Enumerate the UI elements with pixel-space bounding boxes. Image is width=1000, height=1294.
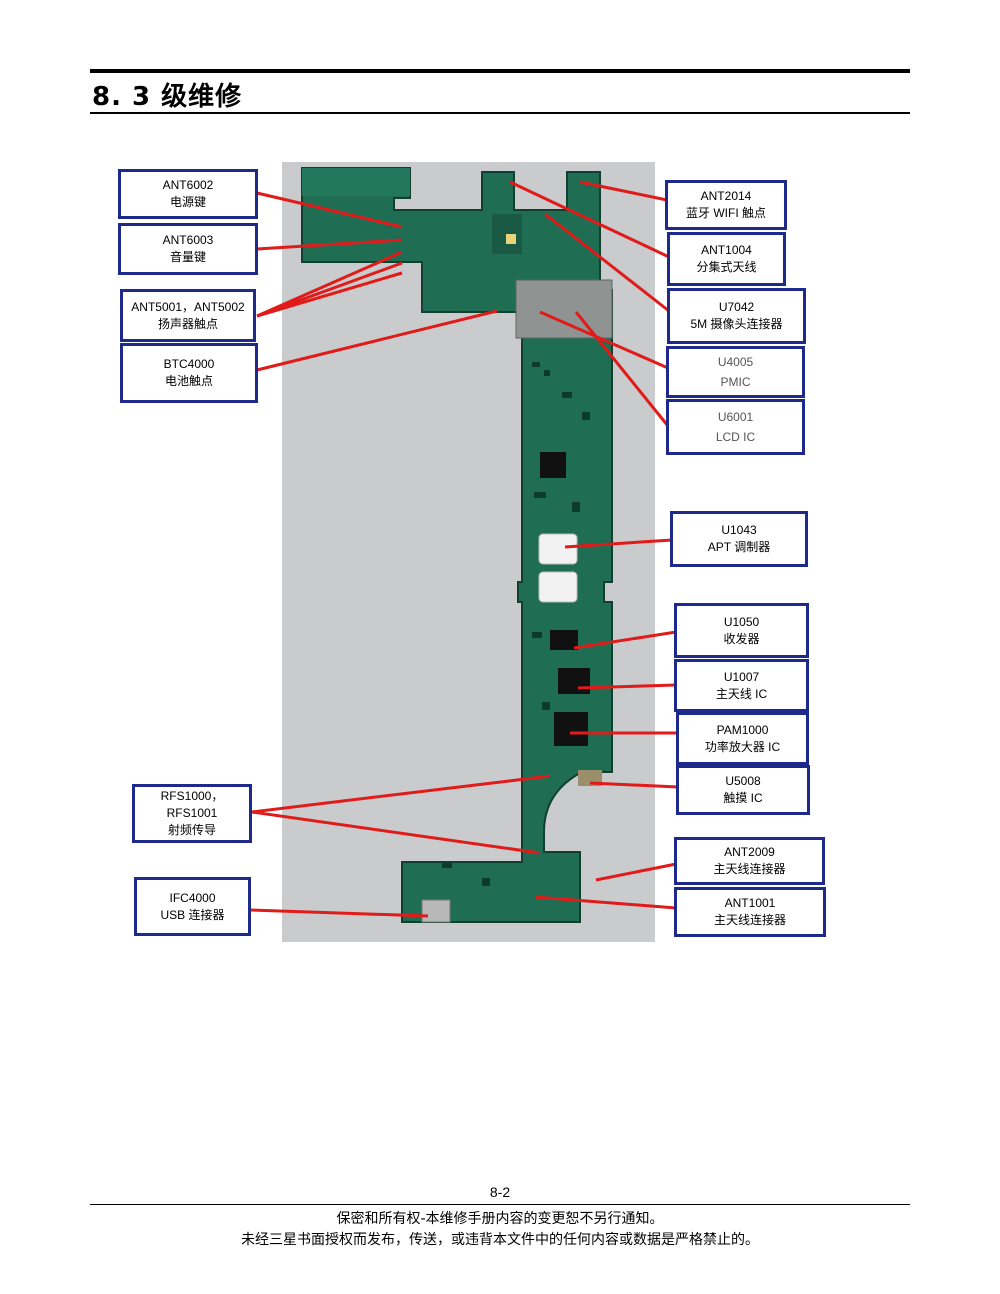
label-pam1000-desc: 功率放大器 IC	[704, 739, 781, 754]
label-ant1004: ANT1004 分集式天线	[667, 232, 786, 286]
label-ant1001-code: ANT1001	[724, 896, 776, 910]
page-number: 8-2	[489, 1184, 511, 1200]
label-rfs1000: RFS1000， RFS1001 射频传导	[132, 784, 252, 843]
label-btc4000-code: BTC4000	[163, 357, 215, 371]
label-u4005-desc: PMIC	[720, 375, 751, 389]
label-btc4000: BTC4000 电池触点	[120, 343, 258, 403]
label-ant2009: ANT2009 主天线连接器	[674, 837, 825, 885]
label-ant1001: ANT1001 主天线连接器	[674, 887, 826, 937]
label-rfs1001-code: RFS1001	[166, 806, 218, 820]
label-u1007: U1007 主天线 IC	[674, 659, 809, 712]
label-u7042: U7042 5M 摄像头连接器	[667, 288, 806, 344]
label-u7042-code: U7042	[718, 300, 755, 314]
label-ant6003: ANT6003 音量键	[118, 223, 258, 275]
label-btc4000-desc: 电池触点	[164, 374, 213, 388]
label-ant1004-desc: 分集式天线	[696, 260, 757, 274]
label-u6001: U6001 LCD IC	[666, 399, 805, 455]
section-title: 8. 3 级维修	[92, 82, 243, 112]
label-ant6002-desc: 电源键	[169, 195, 206, 209]
label-ant6002-code: ANT6002	[162, 178, 214, 192]
label-u1043-desc: APT 调制器	[707, 540, 771, 554]
label-ant2009-code: ANT2009	[724, 845, 775, 859]
label-u1007-desc: 主天线 IC	[715, 686, 768, 701]
label-ant1004-code: ANT1004	[701, 243, 752, 257]
label-ant2014-desc: 蓝牙 WIFI 触点	[686, 206, 766, 220]
label-ifc4000-code: IFC4000	[169, 890, 216, 905]
label-ifc4000: IFC4000 USB 连接器	[134, 877, 251, 936]
label-ant5001-code: ANT5001，ANT5002	[131, 299, 245, 314]
label-u1007-code: U1007	[723, 669, 760, 684]
label-u5008-desc: 触摸 IC	[723, 791, 763, 805]
label-ant6003-code: ANT6003	[162, 233, 214, 247]
title-underline	[90, 112, 910, 114]
label-u1050-code: U1050	[723, 614, 760, 629]
footer-rule	[90, 1204, 910, 1205]
label-ifc4000-desc: USB 连接器	[160, 907, 225, 922]
label-ant2014: ANT2014 蓝牙 WIFI 触点	[665, 180, 787, 230]
label-u1043: U1043 APT 调制器	[670, 511, 808, 567]
label-ant2009-desc: 主天线连接器	[713, 862, 786, 876]
label-u1043-code: U1043	[721, 523, 757, 537]
label-u6001-desc: LCD IC	[715, 430, 756, 444]
label-ant6003-desc: 音量键	[169, 250, 206, 264]
label-u7042-desc: 5M 摄像头连接器	[690, 317, 783, 331]
label-u6001-code: U6001	[717, 410, 754, 424]
top-rule	[90, 69, 910, 73]
label-u5008-code: U5008	[725, 774, 761, 788]
label-u5008: U5008 触摸 IC	[676, 765, 810, 815]
pcb-photo	[282, 162, 655, 942]
label-ant2014-code: ANT2014	[700, 189, 752, 203]
label-pam1000-code: PAM1000	[716, 722, 769, 737]
label-ant1001-desc: 主天线连接器	[713, 913, 786, 927]
label-rfs1000-desc: 射频传导	[167, 823, 216, 837]
label-ant5001: ANT5001，ANT5002 扬声器触点	[120, 289, 256, 342]
label-ant5001-desc: 扬声器触点	[157, 316, 218, 331]
footer-line-1: 保密和所有权-本维修手册内容的变更恕不另行通知。	[336, 1211, 664, 1227]
label-u1050: U1050 收发器	[674, 603, 809, 658]
label-u4005-code: U4005	[717, 355, 754, 369]
label-rfs1000-code: RFS1000，	[160, 789, 224, 803]
footer-line-2: 未经三星书面授权而发布，传送，或违背本文件中的任何内容或数据是严格禁止的。	[241, 1232, 759, 1248]
label-ant6002: ANT6002 电源键	[118, 169, 258, 219]
label-u1050-desc: 收发器	[723, 631, 760, 646]
label-pam1000: PAM1000 功率放大器 IC	[676, 712, 809, 765]
label-u4005: U4005 PMIC	[666, 346, 805, 398]
